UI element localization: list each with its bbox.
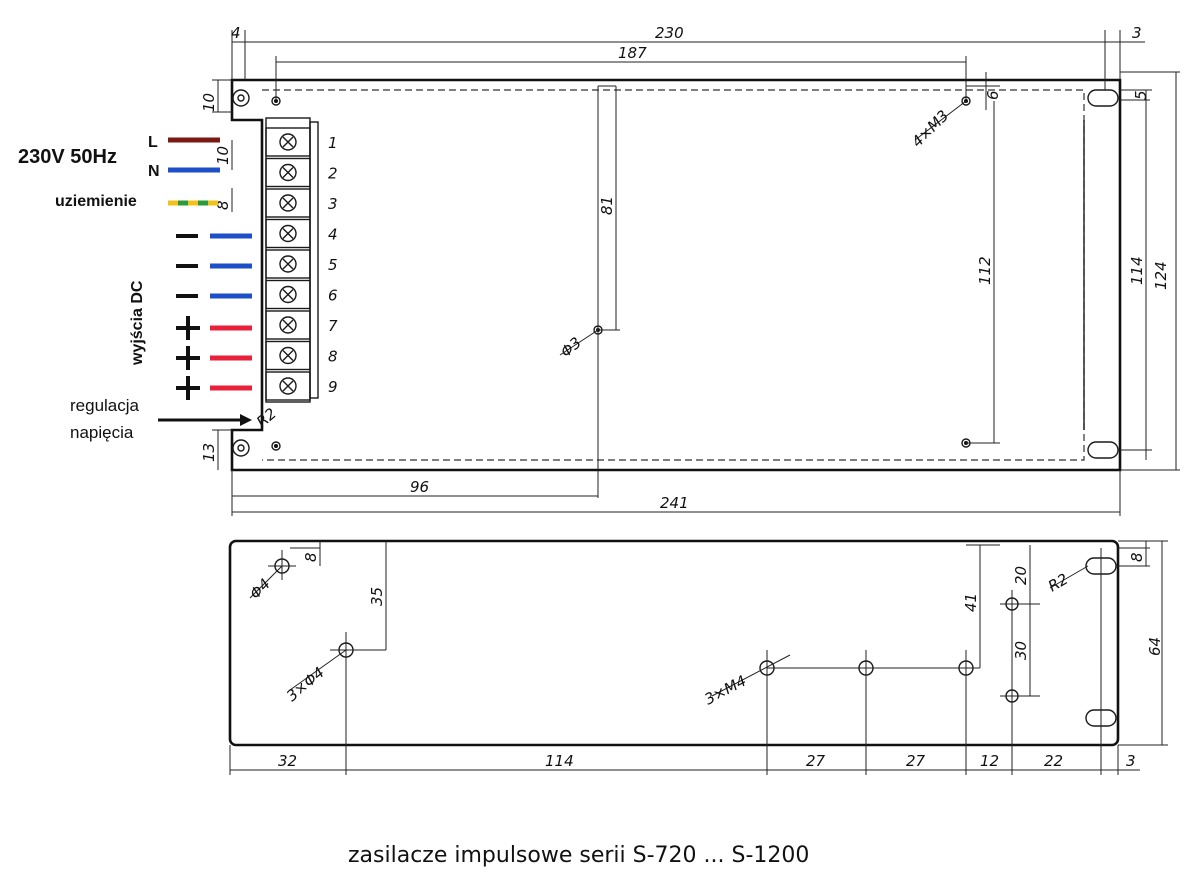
dim-4: 4 — [231, 24, 241, 42]
inner-body-outline — [262, 89, 1085, 461]
terminal-screw — [279, 163, 297, 182]
slot-hole — [1087, 441, 1119, 459]
terminal-screw — [279, 194, 297, 212]
dim-3-top: 3 — [1132, 24, 1142, 42]
label-N: N — [148, 163, 160, 180]
terminal-screw-cross — [282, 350, 294, 361]
terminal-cell — [265, 279, 311, 310]
corner-hole — [232, 439, 250, 457]
dim-112: 112 — [976, 256, 994, 285]
slot-hole — [1087, 89, 1119, 107]
dim-64: 64 — [1146, 637, 1164, 656]
terminal-screw-cross — [282, 228, 294, 239]
dim-41: 41 — [962, 593, 980, 612]
terminal-cell — [265, 218, 311, 249]
caption: zasilacze impulsowe serii S-720 ... S-12… — [348, 843, 809, 868]
mains-label: 230V 50Hz — [18, 146, 117, 168]
terminal-number: 1 — [328, 134, 338, 152]
dim-phi3: Φ3 — [557, 334, 585, 362]
terminal-screw — [279, 316, 297, 334]
dim-8-left: 8 — [302, 552, 320, 562]
plus-sign — [176, 346, 200, 370]
dim-20: 20 — [1012, 566, 1030, 585]
terminal-screw-cross — [282, 197, 294, 209]
terminal-cell — [265, 188, 311, 218]
dim-12: 12 — [980, 752, 999, 770]
terminal-cell — [265, 371, 311, 401]
terminal-screw — [279, 377, 297, 395]
bottom-plate-outline — [228, 539, 1120, 747]
dim-230: 230 — [655, 24, 684, 42]
label-L: L — [148, 134, 158, 151]
terminal-number: 3 — [328, 195, 338, 213]
top-view: 1 2 3 4 5 6 7 8 9 230 4 3 187 81 Φ3 4×M3 6 — [200, 24, 1180, 516]
terminal-number: 8 — [328, 348, 338, 366]
terminal-cell — [265, 157, 311, 188]
bottom-view: 35 8 Φ4 3×Φ4 3×M4 41 20 30 R2 8 — [228, 539, 1168, 775]
dim-187: 187 — [618, 44, 647, 62]
terminal-screws: 1 2 3 4 5 6 7 8 9 — [265, 127, 338, 401]
dim-96: 96 — [410, 478, 429, 496]
terminal-number: 2 — [328, 165, 338, 183]
dim-22: 22 — [1044, 752, 1063, 770]
dim-27b: 27 — [906, 752, 926, 770]
dim-r2-bottom: R2 — [1045, 570, 1071, 596]
terminal-screw — [279, 224, 297, 243]
dim-phi4: Φ4 — [246, 575, 274, 603]
terminal-screw — [279, 133, 297, 151]
dim-3xM4: 3×M4 — [701, 672, 749, 709]
dim-114: 114 — [1128, 256, 1146, 285]
dc-outputs-label: wyjścia DC — [129, 280, 146, 366]
dim-13: 13 — [200, 443, 218, 462]
terminal-screw-cross — [282, 136, 294, 148]
terminal-cell — [265, 340, 311, 371]
dim-241: 241 — [660, 494, 689, 512]
dim-10-pitch: 10 — [214, 146, 232, 165]
terminal-screw-cross — [282, 258, 294, 270]
plus-sign — [176, 316, 200, 340]
terminal-number: 5 — [328, 256, 338, 274]
terminal-screw — [279, 255, 297, 273]
terminal-screw-cross — [282, 167, 294, 178]
regulation-label-2: napięcia — [70, 423, 134, 442]
dim-32: 32 — [278, 752, 297, 770]
dim-r2-top: R2 — [253, 404, 280, 431]
wiring-legend: 230V 50Hz L N uziemienie — [18, 134, 252, 442]
regulation-label-1: regulacja — [70, 396, 140, 415]
terminal-screw-cross — [282, 380, 294, 392]
dim-30: 30 — [1012, 641, 1030, 660]
dim-4xM3: 4×M3 — [908, 107, 952, 151]
terminal-screw-cross — [282, 289, 294, 300]
terminal-number: 6 — [328, 287, 338, 305]
dim-5: 5 — [1132, 90, 1150, 100]
terminal-number: 9 — [328, 378, 338, 396]
terminal-number: 7 — [328, 317, 338, 335]
dim-6: 6 — [984, 90, 1002, 100]
dim-3xphi4: 3×Φ4 — [283, 663, 328, 705]
terminal-cell — [265, 249, 311, 279]
dim-35: 35 — [368, 587, 386, 606]
dim-10-top: 10 — [200, 93, 218, 112]
corner-hole — [232, 89, 250, 107]
dim-27a: 27 — [806, 752, 826, 770]
dim-81: 81 — [598, 196, 616, 215]
dim-8-top: 8 — [214, 200, 232, 210]
dim-3-bottom: 3 — [1126, 752, 1136, 770]
terminal-screw — [279, 346, 297, 365]
dim-114-bottom: 114 — [545, 752, 574, 770]
terminal-cell — [265, 127, 311, 157]
earth-label: uziemienie — [55, 193, 137, 210]
plus-sign — [176, 376, 200, 400]
dim-8-right: 8 — [1128, 552, 1146, 562]
terminal-block — [265, 117, 311, 403]
terminal-cell — [265, 310, 311, 340]
terminal-screw-cross — [282, 319, 294, 331]
terminal-screw — [279, 285, 297, 304]
dim-124: 124 — [1152, 261, 1170, 290]
terminal-number: 4 — [328, 226, 338, 244]
